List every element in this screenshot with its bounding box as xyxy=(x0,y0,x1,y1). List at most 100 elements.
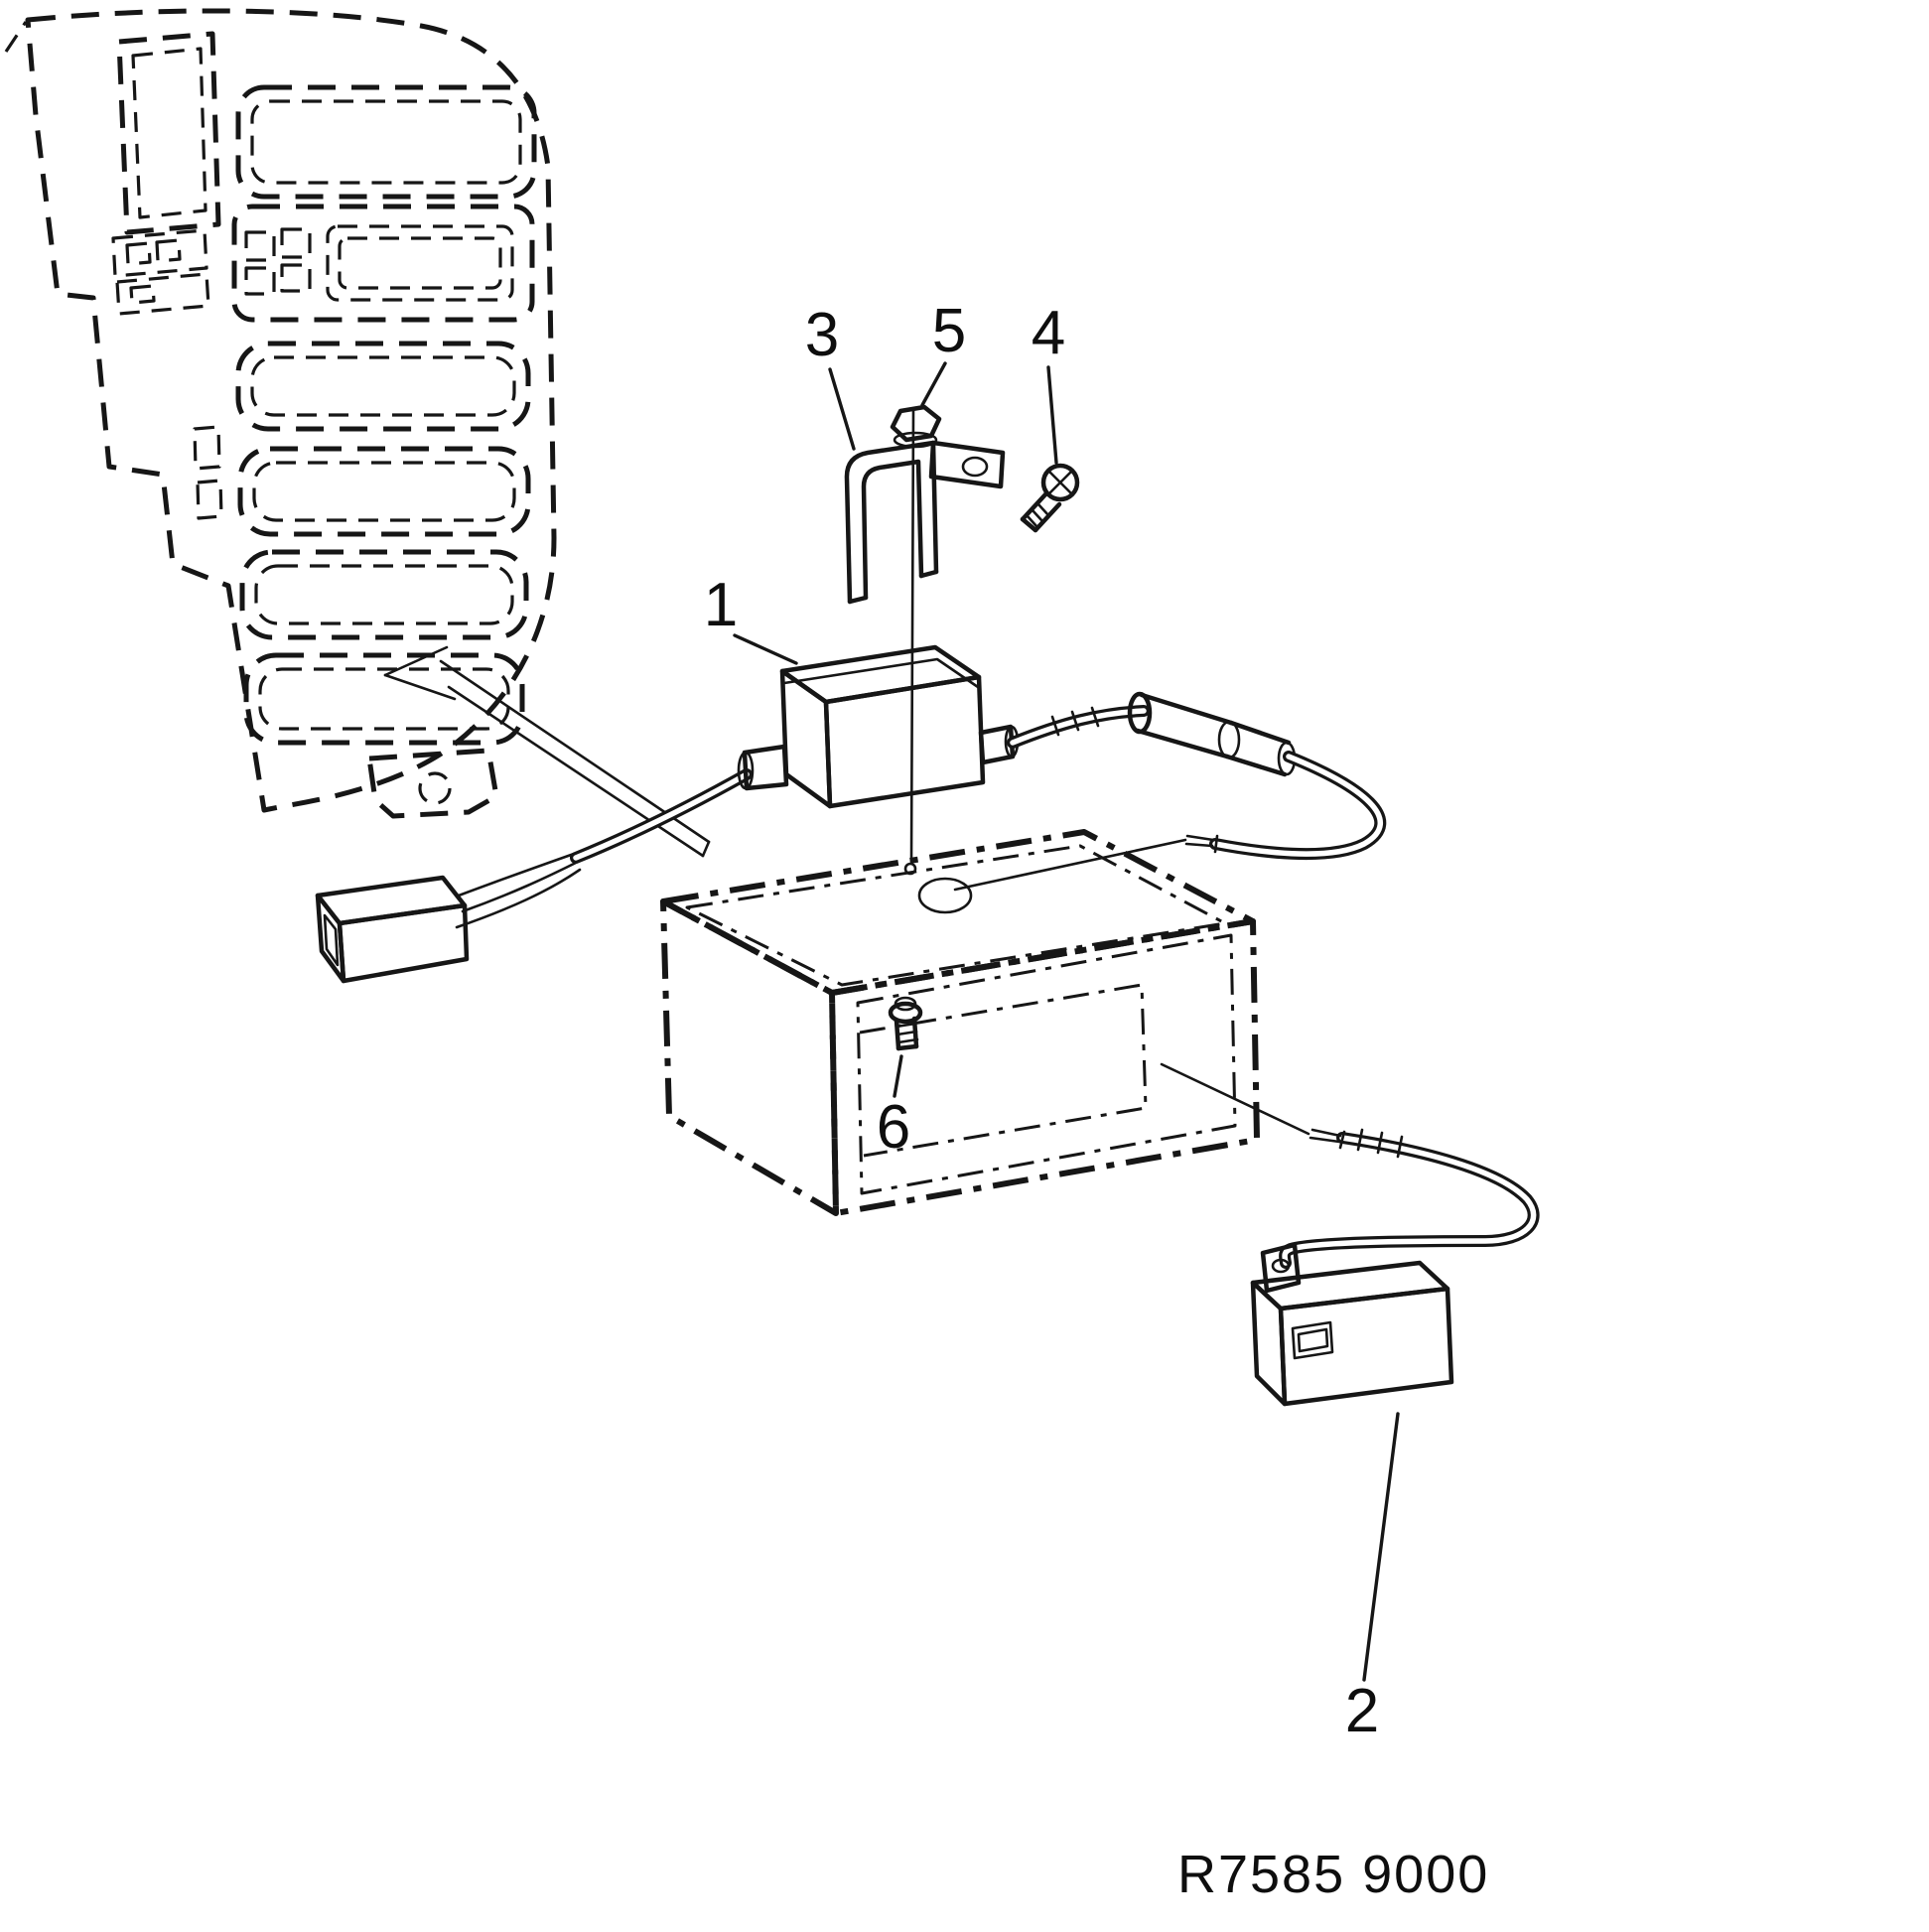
screw-phillips-2 xyxy=(1048,471,1072,494)
unit-wire-strand-1 xyxy=(1310,1128,1342,1138)
ferrule-top xyxy=(1228,720,1292,746)
leader-1 xyxy=(733,633,798,665)
barrel-joint xyxy=(1217,720,1241,759)
unit-slot xyxy=(1291,1320,1334,1360)
pocket-cable-hole xyxy=(917,877,973,914)
antenna-cable-b-outer xyxy=(1209,751,1387,861)
pocket-screw-thread-2 xyxy=(896,1030,918,1036)
pocket-screw-thread-3 xyxy=(896,1037,919,1044)
screw-shaft-left xyxy=(1020,490,1049,522)
cable-hatch-2 xyxy=(1070,710,1080,732)
antenna-wire-strip-cap xyxy=(1213,834,1219,854)
harness-wire-1 xyxy=(457,852,576,897)
leader-3 xyxy=(828,367,856,451)
screw-thread-3 xyxy=(1026,514,1038,528)
bracket-right-foot xyxy=(918,569,939,579)
faceplate-btn3 xyxy=(244,266,276,296)
amp-front-face xyxy=(779,668,833,809)
faceplate-opening xyxy=(231,204,535,323)
unit-front-face xyxy=(1250,1280,1288,1407)
mounting-screw xyxy=(1020,463,1080,533)
block-connector-socket xyxy=(323,913,340,967)
console-foot-bracket xyxy=(366,748,499,819)
arrow-head-upper xyxy=(383,645,449,677)
unit-wire-strip-cap xyxy=(1338,1130,1346,1150)
faceplate-slot-inner xyxy=(338,236,502,290)
block-connector-front xyxy=(337,902,470,984)
vent-slot-1-inner xyxy=(250,355,516,417)
unit-cable-hatch-1 xyxy=(1356,1128,1364,1152)
side-window-inner xyxy=(131,47,207,219)
bracket-flange-tab xyxy=(928,440,1006,489)
faceplate-btn2 xyxy=(280,227,312,259)
corner-cut-mark xyxy=(4,21,28,53)
antenna-cable-b-inner xyxy=(1212,754,1383,857)
control-unit xyxy=(1160,1062,1540,1407)
leader-5 xyxy=(920,361,947,407)
hex-nut xyxy=(890,404,942,449)
pocket-stud-hole xyxy=(903,862,917,876)
vent-slot-4 xyxy=(243,652,525,746)
leader-6 xyxy=(893,1054,903,1098)
faceplate-btn1 xyxy=(244,230,276,262)
nut-washer xyxy=(893,431,938,449)
faceplate-btn4 xyxy=(280,263,312,293)
amplifier-unit xyxy=(737,644,1020,809)
antenna-wire-strand-2 xyxy=(1184,842,1214,848)
vent-slot-2 xyxy=(237,446,531,537)
nut-hex-body xyxy=(890,404,942,443)
ferrule-bottom xyxy=(1224,754,1288,777)
radio-pocket-housing xyxy=(660,829,1260,1216)
vent-slot-1 xyxy=(235,341,531,432)
screw-tip xyxy=(1020,516,1038,533)
harness-connector-cable xyxy=(315,768,753,984)
callout-6: 6 xyxy=(877,1093,910,1162)
harness-cable-inner xyxy=(573,771,750,861)
pocket-interior xyxy=(859,983,1148,1158)
pocket-screw-flange xyxy=(888,1001,923,1025)
pocket-screw-tip xyxy=(896,1043,919,1051)
unit-cable-hatch-2 xyxy=(1376,1131,1384,1155)
antenna-wire-strand-1 xyxy=(1185,834,1215,842)
pocket-opening-inner xyxy=(856,933,1237,1195)
unit-lead-from-pocket xyxy=(1160,1062,1310,1136)
pocket-top-face-inner xyxy=(685,844,1227,987)
leader-lines xyxy=(733,361,1400,1682)
control-block-a-btn1 xyxy=(125,241,152,266)
callout-4: 4 xyxy=(1032,299,1065,367)
unit-cable-inner xyxy=(1282,1135,1537,1266)
antenna-connector xyxy=(1127,691,1297,777)
vent-slot-3 xyxy=(239,549,529,640)
side-window-outline xyxy=(116,31,221,235)
barrel-left-end xyxy=(1127,691,1153,735)
harness-wire-2 xyxy=(461,860,580,913)
pocket-screw-head xyxy=(894,996,917,1012)
vent-opening-top-inner xyxy=(250,99,522,185)
pocket-left-face xyxy=(660,898,839,1216)
antenna-cable xyxy=(953,691,1387,892)
unit-tab xyxy=(1260,1242,1302,1294)
callout-labels: 1 2 3 4 5 6 xyxy=(704,297,1379,1745)
screw-head xyxy=(1040,463,1080,502)
vent-slot-2-inner xyxy=(252,461,516,522)
cable-hatch-3 xyxy=(1090,706,1100,728)
vent-slot-3-inner xyxy=(254,564,514,625)
control-block-a-btn2 xyxy=(155,238,182,263)
unit-cable-hatch-3 xyxy=(1396,1135,1404,1159)
callout-1: 1 xyxy=(704,571,738,639)
antenna-lead-into-hole xyxy=(953,838,1187,892)
leader-2 xyxy=(1362,1412,1400,1682)
bracket-outer xyxy=(844,440,939,605)
callout-5: 5 xyxy=(932,297,966,365)
dashboard-outline xyxy=(25,8,557,813)
unit-tab-hole xyxy=(1271,1258,1291,1274)
pocket-screw xyxy=(888,996,923,1051)
arrow-shaft-lower xyxy=(447,685,705,858)
drawing-code-text: R7585 9000 xyxy=(1177,1845,1489,1904)
barrel-body-bottom xyxy=(1135,728,1230,759)
unit-right-face xyxy=(1278,1286,1454,1407)
arrow-head-lower xyxy=(383,673,457,701)
edge-step-a xyxy=(193,425,221,471)
